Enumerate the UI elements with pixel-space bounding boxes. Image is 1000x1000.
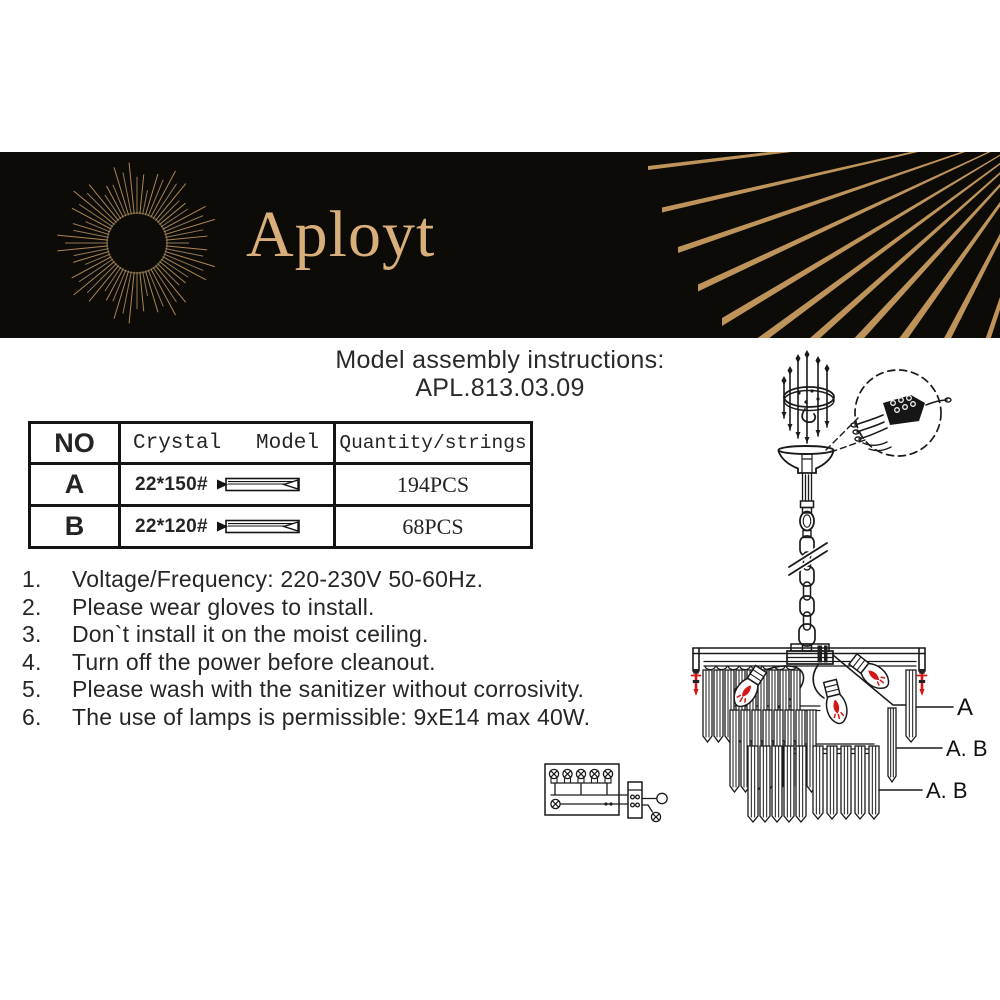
list-item: 2. Please wear gloves to install. xyxy=(22,593,375,620)
page-title-line1: Model assembly instructions: xyxy=(335,346,665,374)
tier-label-a: A xyxy=(957,694,973,721)
cell-no-b: B xyxy=(28,504,121,549)
terminal-strip xyxy=(627,781,643,819)
length-break-mark xyxy=(788,542,828,576)
brand-banner: Aployt xyxy=(0,152,1000,338)
cell-no-a: A xyxy=(28,462,121,507)
terminal-block-icon xyxy=(883,395,925,425)
ceiling-hook-symbol xyxy=(656,792,668,805)
header-no: NO xyxy=(28,421,121,465)
cell-model-a: 22*150# xyxy=(118,462,336,507)
wiring-detail-callout xyxy=(850,369,952,457)
header-model: Model xyxy=(255,431,319,455)
tier-label-ab-bottom: A. B xyxy=(926,778,968,803)
page-title: Model assembly instructions: APL.813.03.… xyxy=(0,346,1000,402)
list-item: 6. The use of lamps is permissible: 9xE1… xyxy=(22,703,591,730)
corner-rays-icon xyxy=(648,152,1000,338)
brand-wordmark: Aployt xyxy=(246,198,436,271)
table-row-a: A 22*150# 194PCS xyxy=(28,462,533,507)
header-crystal-model: Crystal Model xyxy=(118,421,336,465)
callout-pointer-lines xyxy=(825,417,866,453)
lamp-symbols xyxy=(548,768,662,823)
cell-qty-a: 194PCS xyxy=(333,462,533,507)
page-title-line2: APL.813.03.09 xyxy=(415,374,585,402)
crystal-prism-icon xyxy=(216,519,300,534)
suspension-rod-chain xyxy=(786,472,830,652)
banner-artwork xyxy=(57,152,1000,338)
wiring-diagram xyxy=(544,763,668,823)
crystal-prism-icon xyxy=(216,477,300,492)
cell-qty-b: 68PCS xyxy=(333,504,533,549)
instruction-list: 1. Voltage/Frequency: 220-230V 50-60Hz. … xyxy=(22,566,590,732)
header-crystal: Crystal xyxy=(133,431,222,455)
crystal-size-a: 22*150# xyxy=(135,473,208,495)
list-item: 4. Turn off the power before cleanout. xyxy=(22,648,436,675)
red-screw-icon xyxy=(690,669,928,696)
list-item: 5. Please wash with the sanitizer withou… xyxy=(22,676,585,703)
sunburst-logo-icon xyxy=(57,162,216,324)
hand-icon xyxy=(862,441,892,452)
crystal-size-b: 22*120# xyxy=(135,515,208,537)
list-item: 3. Don`t install it on the moist ceiling… xyxy=(22,621,429,648)
parts-table: NO Crystal Model Quantity/strings A 22*1… xyxy=(28,421,533,549)
parts-table-header-row: NO Crystal Model Quantity/strings xyxy=(28,421,533,465)
tier-label-ab-mid: A. B xyxy=(946,736,988,761)
crystal-prisms xyxy=(702,669,917,824)
header-quantity: Quantity/strings xyxy=(333,421,533,465)
ceiling-plate xyxy=(781,350,835,444)
ceiling-canopy xyxy=(777,445,835,474)
table-row-b: B 22*120# 68PCS xyxy=(28,504,533,549)
list-item: 1. Voltage/Frequency: 220-230V 50-60Hz. xyxy=(22,566,484,592)
cell-model-b: 22*120# xyxy=(118,504,336,549)
chandelier-diagram: A A. B A. B xyxy=(690,350,988,824)
